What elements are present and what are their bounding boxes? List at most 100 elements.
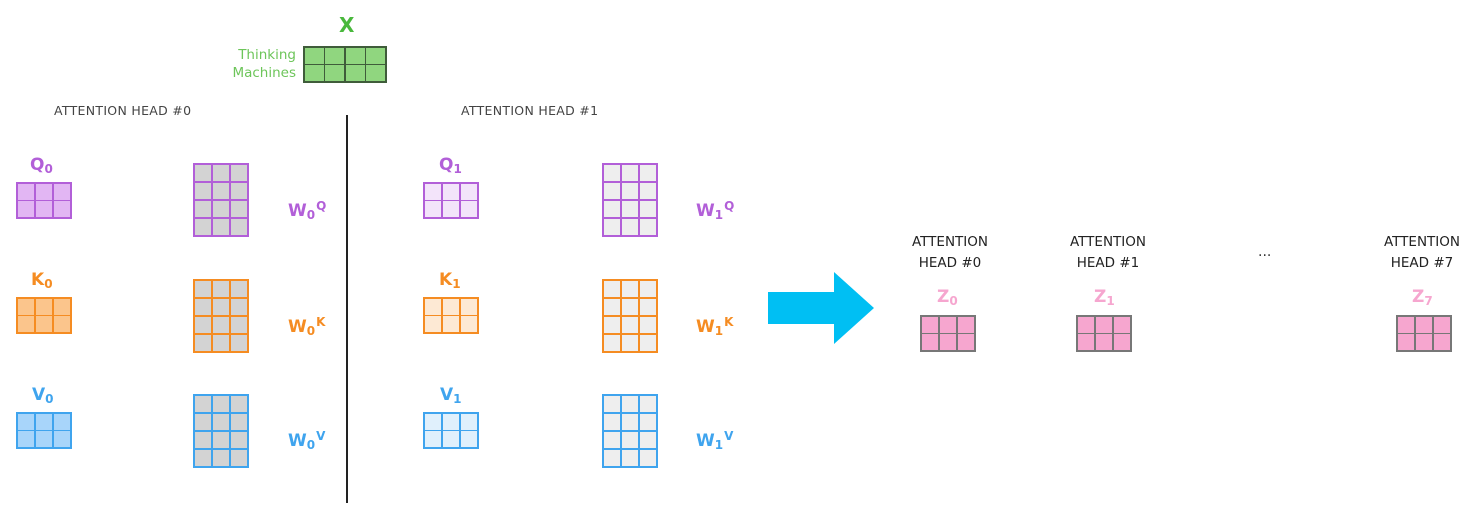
matrix-cell xyxy=(1095,316,1112,333)
matrix-cell xyxy=(345,65,365,81)
head1-title: ATTENTION HEAD #1 xyxy=(461,103,599,118)
matrix-cell xyxy=(621,413,638,430)
matrix-cell xyxy=(325,65,344,81)
matrix-cell xyxy=(424,431,441,447)
matrix-cell xyxy=(212,182,229,199)
matrix-cell xyxy=(230,316,247,333)
matrix-cell xyxy=(1415,316,1432,333)
head1-key-matrix xyxy=(423,297,479,334)
matrix-cell xyxy=(53,431,70,447)
matrix-cell xyxy=(921,316,938,333)
matrix-cell xyxy=(603,449,620,466)
matrix-cell xyxy=(35,316,52,332)
matrix-cell xyxy=(194,395,211,412)
head0-title: ATTENTION HEAD #0 xyxy=(54,103,192,118)
matrix-cell xyxy=(603,218,620,235)
output-head0-z-matrix xyxy=(920,315,976,352)
output-head1-z-matrix xyxy=(1076,315,1132,352)
matrix-cell xyxy=(212,200,229,217)
matrix-cell xyxy=(639,298,656,315)
head0-value-matrix xyxy=(16,412,72,449)
matrix-cell xyxy=(230,280,247,297)
matrix-cell xyxy=(304,65,324,81)
head1-query-label: Q1 xyxy=(439,155,462,176)
matrix-cell xyxy=(639,200,656,217)
head0-query-matrix xyxy=(16,182,72,219)
matrix-cell xyxy=(639,164,656,181)
matrix-cell xyxy=(212,431,229,448)
matrix-cell xyxy=(639,280,656,297)
head0-wv-label: W0V xyxy=(288,429,326,452)
matrix-cell xyxy=(35,431,52,447)
matrix-cell xyxy=(212,316,229,333)
head1-wv-matrix xyxy=(602,394,658,468)
matrix-cell xyxy=(442,201,459,217)
matrix-cell xyxy=(639,395,656,412)
output-head7-title: ATTENTION HEAD #7 xyxy=(1383,234,1461,271)
matrix-cell xyxy=(424,316,441,332)
head1-wk-matrix xyxy=(602,279,658,353)
matrix-cell xyxy=(53,316,70,332)
output-head7-z-matrix xyxy=(1396,315,1452,352)
matrix-cell xyxy=(621,395,638,412)
matrix-cell xyxy=(621,164,638,181)
matrix-cell xyxy=(460,413,477,430)
head1-value-label: V1 xyxy=(440,385,462,406)
matrix-cell xyxy=(194,334,211,351)
input-label-x: X xyxy=(339,13,355,37)
matrix-cell xyxy=(230,182,247,199)
head0-query-label: Q0 xyxy=(30,155,53,176)
matrix-cell xyxy=(194,200,211,217)
matrix-cell xyxy=(1415,334,1432,350)
matrix-cell xyxy=(1077,316,1094,333)
matrix-cell xyxy=(442,298,459,315)
matrix-cell xyxy=(35,201,52,217)
output-head0-z-label: Z0 xyxy=(937,287,958,308)
matrix-cell xyxy=(345,47,365,64)
matrix-cell xyxy=(230,200,247,217)
matrix-cell xyxy=(212,164,229,181)
matrix-cell xyxy=(212,413,229,430)
matrix-cell xyxy=(366,65,385,81)
matrix-cell xyxy=(460,316,477,332)
matrix-cell xyxy=(230,395,247,412)
matrix-cell xyxy=(639,449,656,466)
head1-key-label: K1 xyxy=(439,270,461,291)
output-head0-title: ATTENTION HEAD #0 xyxy=(911,234,989,271)
output-head1-title: ATTENTION HEAD #1 xyxy=(1069,234,1147,271)
matrix-cell xyxy=(194,182,211,199)
matrix-cell xyxy=(17,298,34,315)
matrix-cell xyxy=(603,316,620,333)
head0-value-label: V0 xyxy=(32,385,54,406)
matrix-cell xyxy=(442,413,459,430)
matrix-cell xyxy=(603,200,620,217)
matrix-cell xyxy=(621,334,638,351)
matrix-cell xyxy=(230,298,247,315)
matrix-cell xyxy=(194,316,211,333)
matrix-cell xyxy=(53,183,70,200)
matrix-cell xyxy=(194,298,211,315)
matrix-cell xyxy=(639,218,656,235)
head1-query-matrix xyxy=(423,182,479,219)
head0-key-label: K0 xyxy=(31,270,53,291)
output-ellipsis: ... xyxy=(1258,244,1272,260)
output-head1-z-label: Z1 xyxy=(1094,287,1115,308)
matrix-cell xyxy=(194,280,211,297)
matrix-cell xyxy=(53,298,70,315)
head0-wq-label: W0Q xyxy=(288,199,327,222)
matrix-cell xyxy=(366,47,385,64)
matrix-cell xyxy=(194,449,211,466)
matrix-cell xyxy=(603,164,620,181)
matrix-cell xyxy=(53,201,70,217)
head1-wv-label: W1V xyxy=(696,429,734,452)
matrix-cell xyxy=(603,280,620,297)
matrix-cell xyxy=(639,316,656,333)
matrix-cell xyxy=(621,316,638,333)
matrix-cell xyxy=(212,218,229,235)
head1-value-matrix xyxy=(423,412,479,449)
matrix-cell xyxy=(639,431,656,448)
input-word-thinking: Thinking xyxy=(238,47,296,63)
right-arrow-icon xyxy=(768,272,874,344)
matrix-cell xyxy=(230,334,247,351)
matrix-cell xyxy=(17,413,34,430)
